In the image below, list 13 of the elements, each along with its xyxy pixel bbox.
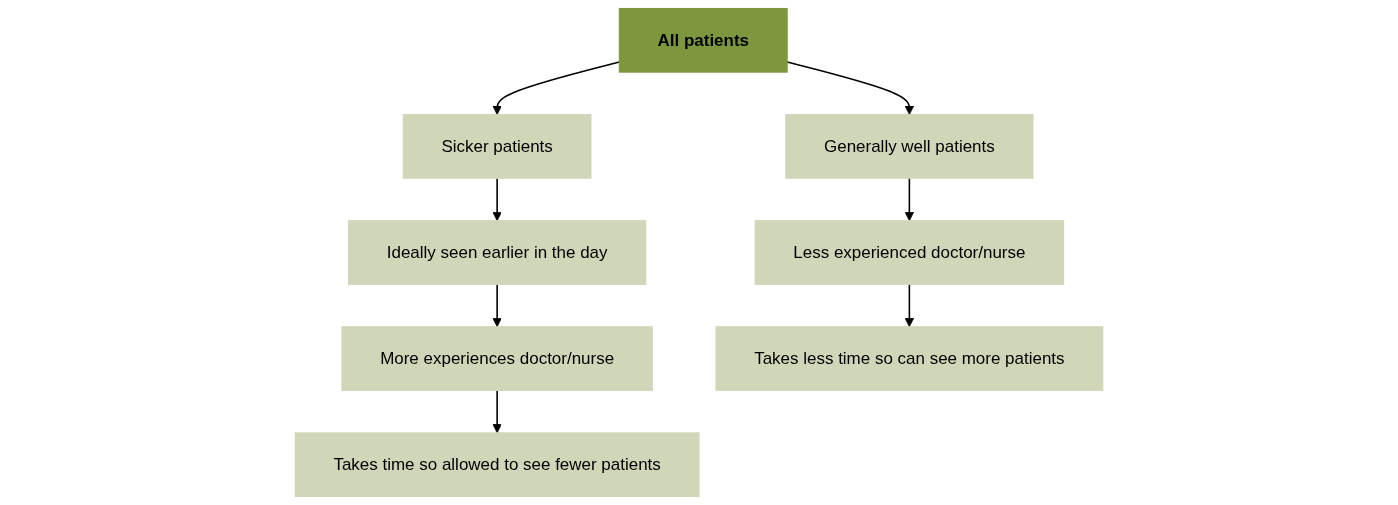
node-box: More experiences doctor/nurse (341, 326, 653, 391)
node-box: Less experienced doctor/nurse (754, 220, 1065, 285)
arrow (904, 177, 915, 222)
node-box: Ideally seen earlier in the day (348, 220, 647, 285)
node-box: All patients (618, 7, 788, 73)
node-box: Generally well patients (785, 114, 1034, 179)
arrow (492, 389, 502, 434)
arrow (904, 283, 915, 328)
arrow (492, 177, 502, 222)
node-box: Takes less time so can see more patients (715, 326, 1104, 391)
node-box: Sicker patients (402, 114, 592, 179)
arrow (492, 283, 502, 328)
node-box: Takes time so allowed to see fewer patients (294, 432, 700, 498)
